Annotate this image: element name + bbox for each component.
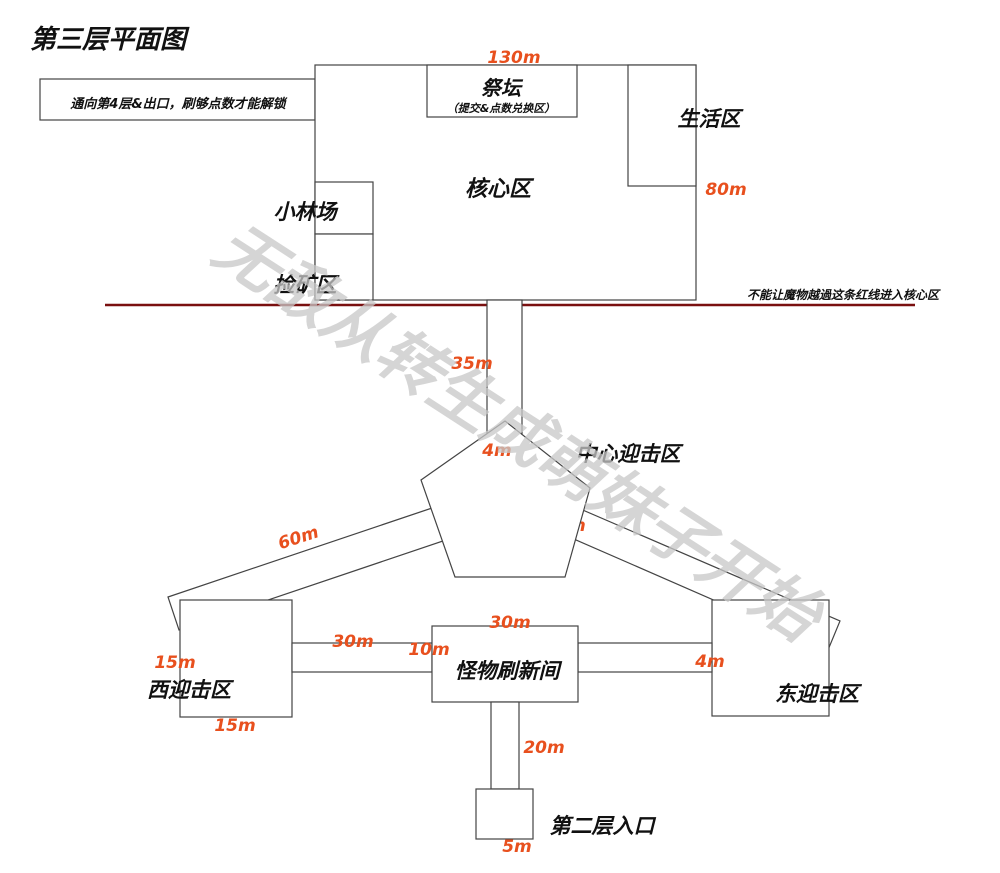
altar-area: [426, 64, 578, 118]
mine-label: 捡矿区: [274, 273, 341, 297]
core-label: 核心区: [465, 176, 535, 202]
red-line-note: 不能让魔物越過这条红线进入核心区: [747, 288, 941, 302]
west-room-height-dim: 15m: [154, 653, 195, 673]
entrance-size-dim: 5m: [502, 837, 532, 857]
west-room-width-dim: 15m: [214, 716, 255, 736]
living-area: [627, 64, 697, 187]
altar-label: 祭坛: [481, 76, 524, 100]
core-height-dim: 80m: [705, 180, 746, 200]
corridor-core-width-dim: 4m: [481, 441, 512, 461]
monster-room-height-dim: 10m: [408, 640, 449, 660]
page-title: 第三层平面图: [30, 25, 190, 55]
corridor-west-room-dim: 30m: [332, 632, 373, 652]
altar-sub-label: （提交&点数兑换区）: [447, 102, 556, 115]
monster-spawn-label: 怪物刷新间: [455, 659, 563, 683]
corridor-east-room-dim: 4m: [694, 652, 725, 672]
corridor-west-monster: [291, 642, 433, 673]
entrance-room: [475, 788, 534, 840]
west-intercept-label: 西迎击区: [147, 678, 235, 702]
grove-label: 小林场: [274, 200, 339, 224]
monster-spawn-room: [431, 625, 579, 703]
center-intercept-zone: [420, 420, 591, 578]
exit-note: 通向第4层&出口，刷够点数才能解锁: [39, 78, 316, 121]
corridor-core-dim: 35m: [451, 354, 492, 374]
living-label: 生活区: [678, 107, 745, 131]
corridor-entrance: [490, 701, 520, 790]
core-width-dim: 130m: [487, 48, 540, 68]
core-zone: 祭坛 （提交&点数兑换区） 生活区 核心区 小林场 捡矿区 130m 80m: [274, 48, 747, 301]
center-intercept-label: 中心迎击区: [576, 442, 685, 466]
corridor-monster-east: [577, 642, 713, 673]
mine-area: [314, 233, 374, 301]
east-intercept-zone: [711, 599, 830, 717]
monster-room-width-dim: 30m: [489, 613, 530, 633]
east-intercept-label: 东迎击区: [775, 682, 863, 706]
exit-note-text: 通向第4层&出口，刷够点数才能解锁: [70, 96, 287, 112]
entrance-label: 第二层入口: [550, 814, 657, 838]
west-intercept-zone: [179, 599, 293, 718]
corridor-entrance-dim: 20m: [523, 738, 564, 758]
